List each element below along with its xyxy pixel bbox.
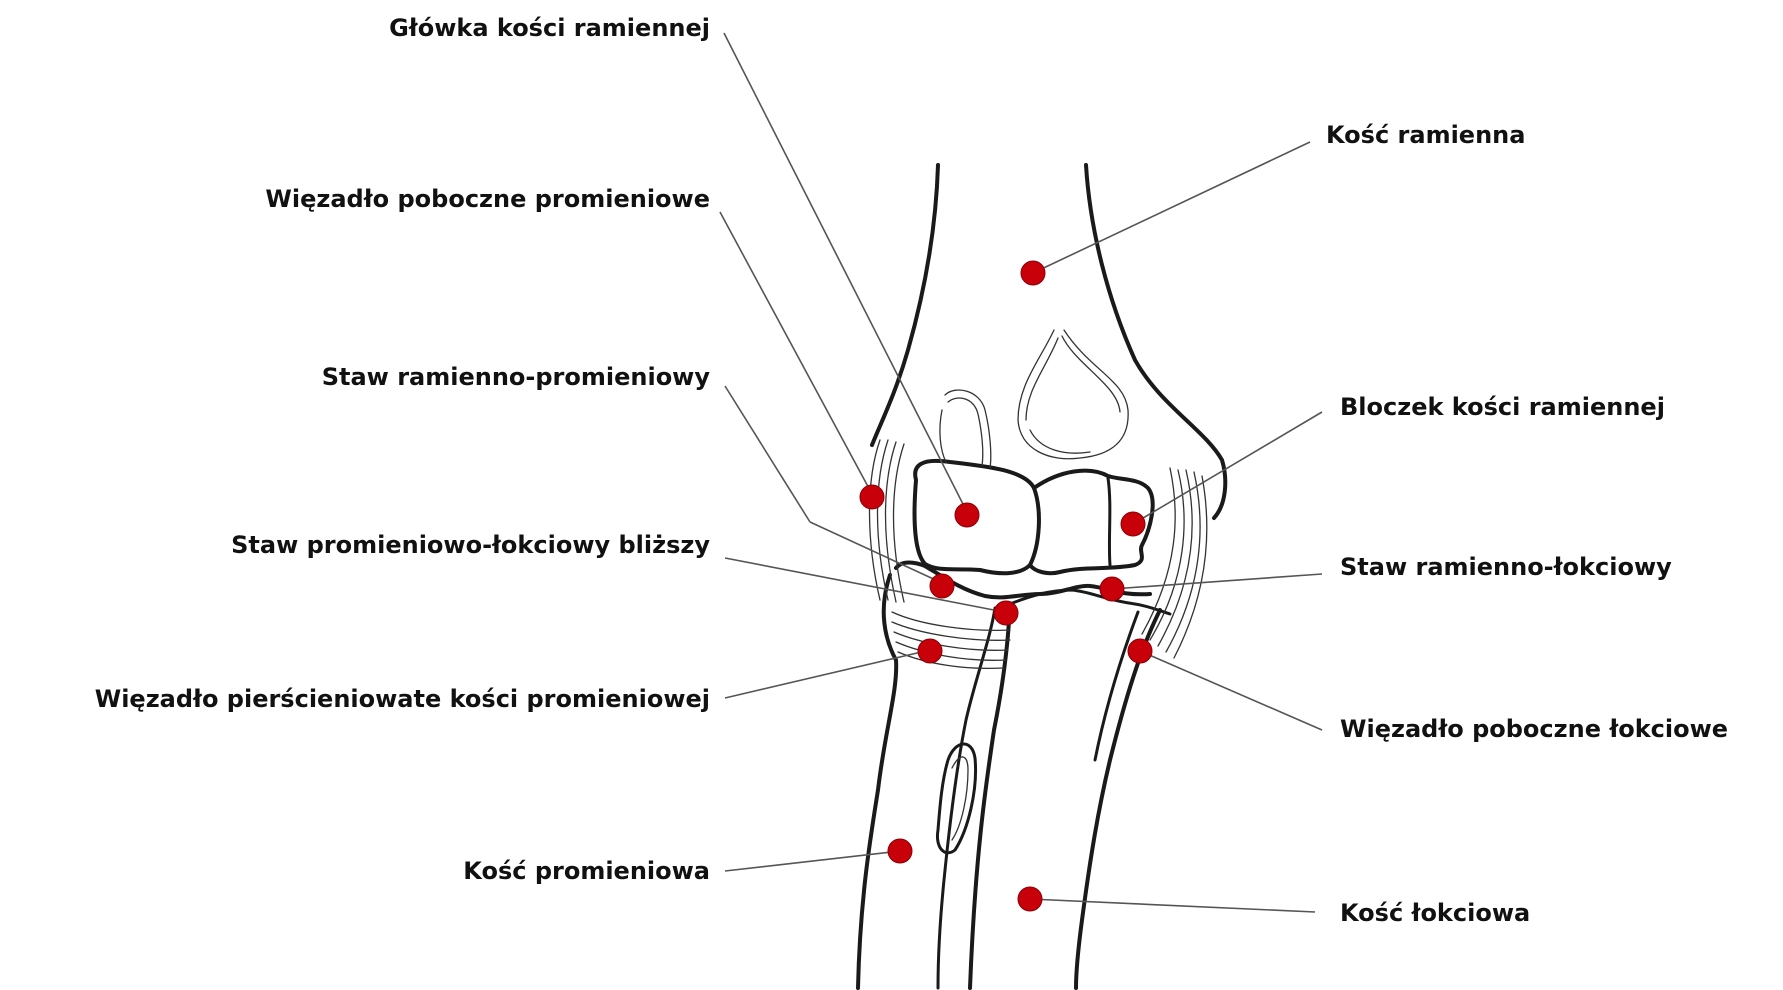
label-staw-promieniowo-lokciowy-blizszy: Staw promieniowo-łokciowy bliższy — [231, 531, 710, 559]
label-bloczek-kosci-ramiennej: Bloczek kości ramiennej — [1340, 393, 1665, 421]
radius-inner-outline — [970, 604, 1010, 988]
label-wiezadlo-poboczne-promieniowe: Więzadło poboczne promieniowe — [265, 185, 710, 213]
marker-staw-ramienno-promieniowy[interactable] — [930, 574, 954, 598]
leader-glowka — [724, 33, 967, 512]
label-wiezadlo-pierscieniowate: Więzadło pierścieniowate kości promienio… — [95, 685, 710, 713]
marker-kosc-promieniowa[interactable] — [888, 839, 912, 863]
leader-wiezadlo-pierscieniowate — [725, 650, 930, 698]
leader-lines — [720, 33, 1322, 912]
labels-left: Główka kości ramiennej Więzadło poboczne… — [95, 14, 711, 885]
label-kosc-lokciowa: Kość łokciowa — [1340, 899, 1530, 927]
marker-glowka-kosci-ramiennej[interactable] — [955, 503, 979, 527]
marker-wiezadlo-poboczne-lokciowe[interactable] — [1128, 639, 1152, 663]
leader-bloczek — [1133, 412, 1322, 524]
marker-kosc-ramienna[interactable] — [1021, 261, 1045, 285]
trochlea-groove — [1108, 478, 1110, 565]
label-staw-ramienno-promieniowy: Staw ramienno-promieniowy — [322, 363, 711, 391]
radius-outer-outline — [858, 575, 896, 988]
marker-staw-ramienno-lokciowy[interactable] — [1100, 577, 1124, 601]
label-wiezadlo-poboczne-lokciowe: Więzadło poboczne łokciowe — [1340, 715, 1728, 743]
leader-kosc-ramienna — [1033, 142, 1310, 273]
label-staw-ramienno-lokciowy: Staw ramienno-łokciowy — [1340, 553, 1672, 581]
olecranon-fossa — [1018, 330, 1128, 459]
leader-wiezadlo-poboczne-lokciowe — [1140, 651, 1322, 730]
leader-kosc-promieniowa — [725, 851, 900, 871]
leader-staw-ramienno-promieniowy — [725, 386, 810, 522]
marker-wiezadlo-poboczne-promieniowe[interactable] — [860, 485, 884, 509]
leader-staw-promieniowo-lokciowy — [725, 558, 1004, 612]
marker-wiezadlo-pierscieniowate[interactable] — [918, 639, 942, 663]
marker-bloczek-kosci-ramiennej[interactable] — [1121, 512, 1145, 536]
leader-wiezadlo-poboczne-promieniowe — [720, 212, 872, 494]
marker-kosc-lokciowa[interactable] — [1018, 887, 1042, 911]
leader-kosc-lokciowa — [1030, 899, 1315, 912]
radial-collateral-ligament-fibers — [870, 440, 905, 602]
label-glowka-kosci-ramiennej: Główka kości ramiennej — [389, 14, 710, 42]
marker-staw-promieniowo-lokciowy-blizszy[interactable] — [994, 601, 1018, 625]
label-kosc-promieniowa: Kość promieniowa — [463, 857, 710, 885]
humerus-left-outline — [872, 165, 938, 445]
humerus-right-outline — [1086, 165, 1225, 518]
labels-right: Kość ramienna Bloczek kości ramiennej St… — [1326, 121, 1728, 927]
leader-staw-ramienno-lokciowy — [1112, 574, 1322, 589]
label-kosc-ramienna: Kość ramienna — [1326, 121, 1525, 149]
elbow-illustration — [858, 165, 1225, 988]
radial-fossa — [940, 390, 991, 468]
